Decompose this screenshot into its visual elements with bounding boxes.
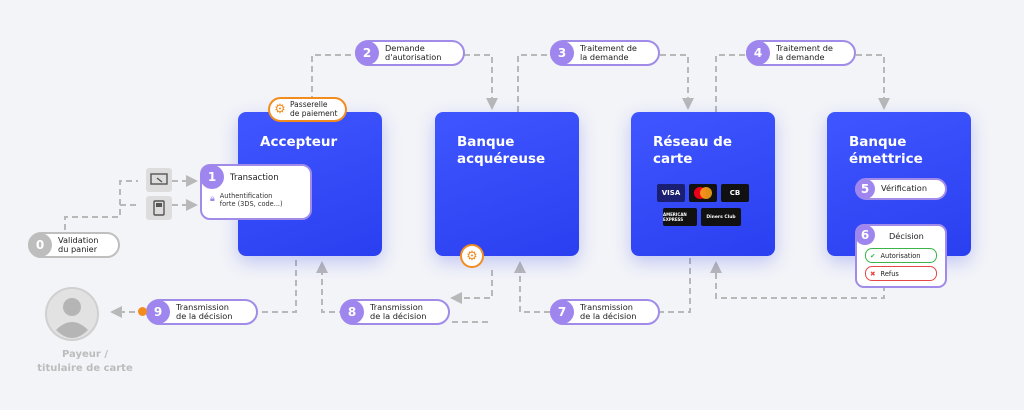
step-label: Décision (889, 231, 924, 241)
step-label-line2: la demande (580, 52, 629, 62)
mastercard-logo (689, 184, 717, 202)
step-label-line1: Transmission (580, 301, 633, 312)
gateway-line1: Passerelle (290, 100, 328, 109)
step-label-line2: de la décision (580, 311, 637, 321)
gateway-badge: ⚙ Passerelle de paiement (268, 97, 348, 122)
step-label-line2: de la décision (176, 311, 233, 321)
bank-title-line2: acquéreuse (457, 151, 546, 167)
refusal-label: Refus (880, 269, 899, 278)
step-6: 6 Décision ✔ Autorisation ✖ Refus (855, 224, 947, 288)
visa-logo: VISA (657, 184, 685, 202)
step-number: 4 (746, 41, 770, 65)
step-label-line1: Validation (58, 234, 99, 245)
lock-icon: 🔒︎ (210, 194, 215, 204)
authorization-label: Autorisation (880, 251, 921, 260)
payer-line1: Payeur / (62, 349, 108, 360)
bank-title-line1: Banque (457, 134, 515, 150)
step-label-line1: Transmission (370, 301, 423, 312)
cb-logo: CB (721, 184, 749, 202)
alert-dot (138, 307, 147, 316)
cross-icon: ✖ (870, 269, 876, 278)
amex-logo: AMERICAN EXPRESS (663, 208, 697, 226)
step-number: 7 (550, 300, 574, 324)
bank-accepteur: Accepteur (238, 112, 382, 256)
step-label-line1: Demande (385, 42, 425, 53)
computer-icon (146, 168, 172, 192)
check-icon: ✔ (870, 251, 876, 260)
step-0: 0 Validation du panier (28, 232, 120, 258)
step-label-line2: la demande (776, 52, 825, 62)
bank-title-line1: Banque (849, 134, 907, 150)
step-number: 0 (28, 233, 52, 257)
diners-logo: Diners Club (701, 208, 741, 226)
step-label: Vérification (881, 183, 928, 194)
bank-title-line2: carte (653, 151, 693, 167)
payer-label: Payeur / titulaire de carte (30, 348, 140, 376)
step-sub-line2: forte (3DS, code...) (219, 200, 283, 208)
step-label-line1: Transmission (176, 301, 229, 312)
bank-reseau: Réseau de carte VISA CB AMERICAN EXPRESS… (631, 112, 775, 256)
gear-icon: ⚙ (274, 102, 286, 117)
step-sub-line1: Authentification (219, 192, 273, 200)
gear-icon: ⚙ (460, 244, 484, 268)
bank-title-line1: Réseau de (653, 134, 732, 150)
step-number: 8 (340, 300, 364, 324)
step-number: 5 (855, 179, 875, 199)
step-number: 2 (355, 41, 379, 65)
authorization-option: ✔ Autorisation (865, 248, 937, 263)
step-number: 1 (200, 165, 224, 189)
step-label-line1: Traitement de (776, 42, 833, 53)
step-label-line2: de la décision (370, 311, 427, 321)
step-number: 9 (146, 300, 170, 324)
step-label: Transaction (230, 173, 279, 183)
refusal-option: ✖ Refus (865, 266, 937, 281)
bank-acquereuse: Banque acquéreuse (435, 112, 579, 256)
step-5: 5 Vérification (855, 178, 947, 200)
gateway-line2: de paiement (290, 108, 338, 118)
terminal-icon (146, 196, 172, 220)
step-label-line2: d'autorisation (385, 52, 442, 62)
payer-line2: titulaire de carte (37, 363, 133, 374)
bank-title-line2: émettrice (849, 151, 923, 167)
step-number: 3 (550, 41, 574, 65)
step-label-line2: du panier (58, 244, 98, 254)
bank-title: Accepteur (260, 134, 338, 150)
step-1: 1 Transaction 🔒︎ Authentification forte … (200, 164, 312, 220)
step-number: 6 (855, 225, 875, 245)
user-icon (44, 286, 100, 342)
step-label-line1: Traitement de (580, 42, 637, 53)
